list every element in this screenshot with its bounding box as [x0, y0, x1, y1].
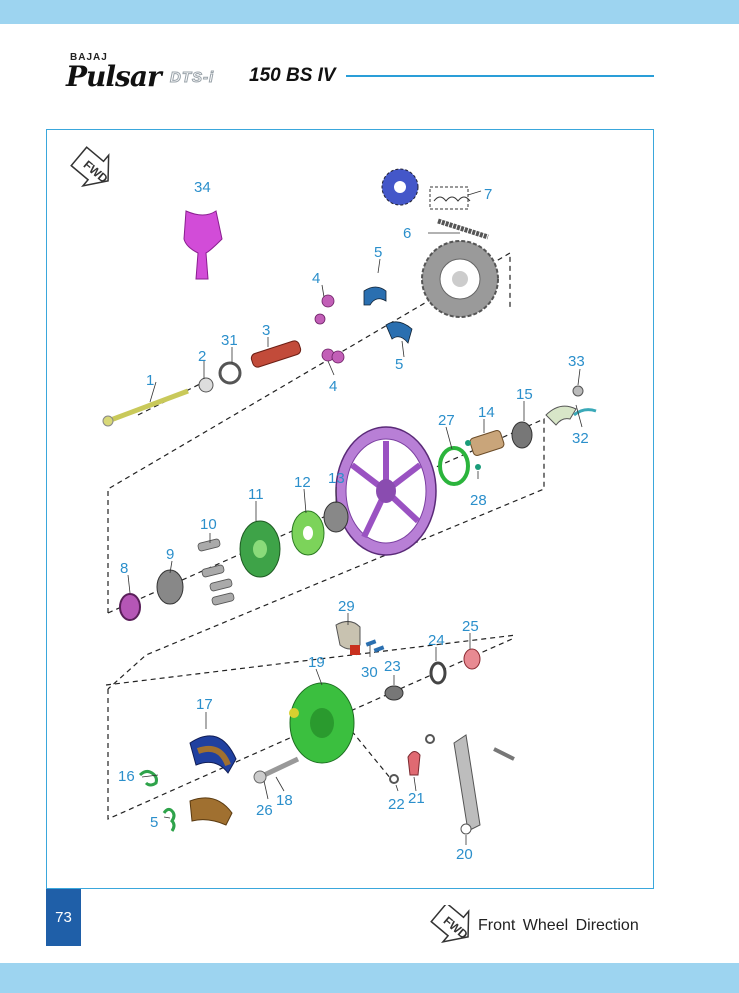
legend-text: Front Wheel Direction: [478, 917, 639, 934]
part-label: 4: [312, 270, 320, 287]
part-label: 15: [516, 386, 533, 403]
part-label: 5: [150, 814, 158, 831]
part-9-bearing: [156, 569, 184, 605]
part-label: 1: [146, 372, 154, 389]
brand-logo-pulsar: Pulsar: [66, 60, 162, 93]
part-label: 26: [256, 802, 273, 819]
part-label: 2: [198, 348, 206, 365]
fwd-legend-icon: FWD: [430, 902, 471, 944]
part-34-bracket: [183, 210, 223, 280]
part-6-sprocket: [421, 240, 499, 318]
part-label: 5: [395, 356, 403, 373]
part-33-nut: [572, 385, 584, 397]
part-17-lining: [196, 745, 231, 767]
part-label: 10: [200, 516, 217, 533]
part-15-spacer: [511, 421, 533, 449]
part-27-circlip: [438, 446, 470, 486]
part-13-bearing: [323, 501, 349, 533]
part-label: 31: [221, 332, 238, 349]
part-19-brake-panel: [289, 682, 355, 764]
part-27-pin: [465, 440, 471, 446]
part-label: 7: [484, 186, 492, 203]
part-14-bush: [469, 430, 505, 456]
part-label: 8: [120, 560, 128, 577]
part-label: 32: [572, 430, 589, 447]
part-label: 6: [403, 225, 411, 242]
header-rule: [346, 75, 654, 77]
part-25-nut: [463, 648, 481, 670]
part-30-screws: [365, 639, 385, 653]
part-label: 14: [478, 404, 495, 421]
part-29-brake-cam-plate: [335, 621, 361, 650]
part-16-spring: [138, 769, 158, 787]
part-7-chain: [429, 186, 489, 240]
part-label: 29: [338, 598, 355, 615]
part-label: 33: [568, 353, 585, 370]
part-3-sleeve: [250, 340, 302, 368]
part-number-labels: 1 2 3 4 4 5 5 5 6 7 8 9 10 11 12 13 14 1…: [118, 179, 589, 863]
part-label: 18: [276, 792, 293, 809]
part-5-retainers: [363, 286, 413, 344]
part-5-spring: [162, 807, 176, 832]
part-label: 4: [329, 378, 337, 395]
part-24-washer: [429, 661, 447, 685]
part-23-spacer: [384, 685, 404, 701]
part-label: 28: [470, 492, 487, 509]
part-32-adjuster-tab: [573, 408, 597, 417]
part-12-cush-rubber: [291, 510, 325, 556]
part-29-indicator: [350, 645, 360, 655]
exploded-parts-diagram: FWD: [70, 146, 597, 863]
part-label: 17: [196, 696, 213, 713]
part-32-chain-adjuster: [545, 405, 577, 426]
bottom-band: [0, 963, 739, 993]
part-20-torque-arm: [425, 734, 515, 835]
part-label: 27: [438, 412, 455, 429]
model-title: 150 BS IV: [249, 65, 336, 86]
fwd-legend: FWD Front Wheel Direction: [426, 902, 656, 949]
part-10-studs: [197, 538, 235, 606]
diagram-frame: [46, 129, 654, 889]
brand-logo-dtsi: DTS-i: [169, 69, 215, 87]
part-17-brake-shoe: [189, 735, 237, 774]
part-label: 16: [118, 768, 135, 785]
part-label: 12: [294, 474, 311, 491]
part-label: 3: [262, 322, 270, 339]
part-8-oil-seal: [119, 593, 141, 621]
part-21-brake-arm: [407, 751, 421, 776]
part-label: 9: [166, 546, 174, 563]
part-label: 34: [194, 179, 211, 196]
part-rear-wheel: [335, 426, 437, 556]
part-label: 21: [408, 790, 425, 807]
part-label: 13: [328, 470, 345, 487]
part-28-pin: [475, 464, 481, 470]
top-band: [0, 0, 739, 24]
part-2-spacer: [198, 377, 214, 393]
part-label: 5: [374, 244, 382, 261]
brand-maker: BAJAJ: [70, 52, 108, 63]
part-label: 25: [462, 618, 479, 635]
part-31-washer: [218, 361, 242, 385]
brand-header: BAJAJ Pulsar DTS-i 150 BS IV: [66, 52, 666, 93]
page-number: 73: [46, 889, 81, 946]
part-11-sprocket-hub: [239, 520, 281, 578]
part-1-axle: [102, 388, 189, 427]
part-4-dampers: [314, 294, 345, 364]
part-22-washer: [389, 774, 399, 784]
part-label: 30: [361, 664, 378, 681]
fwd-arrow-icon: FWD: [70, 146, 111, 188]
part-6-drive-sprocket: [381, 168, 419, 206]
part-label: 11: [248, 486, 264, 503]
part-label: 24: [428, 632, 445, 649]
part-label: 22: [388, 796, 405, 813]
part-26-cam-pin: [253, 756, 300, 784]
part-label: 19: [308, 654, 325, 671]
leader-lines: [127, 190, 583, 845]
part-label: 23: [384, 658, 401, 675]
part-17-brake-shoe-lower: [189, 797, 233, 826]
part-label: 20: [456, 846, 473, 863]
